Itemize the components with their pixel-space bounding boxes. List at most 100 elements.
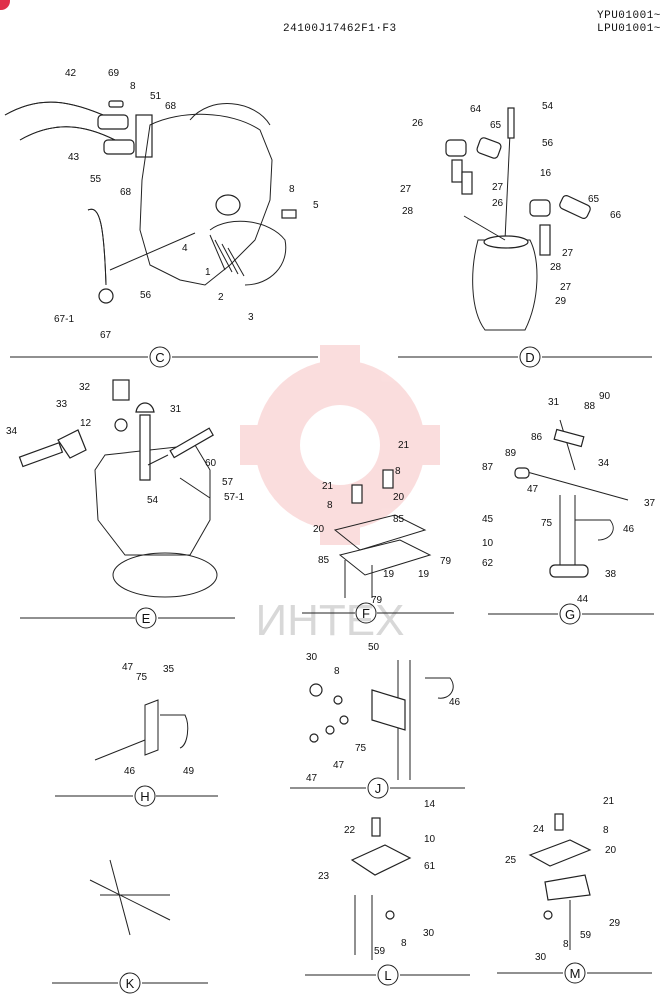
callout-g-44: 44	[577, 594, 589, 605]
callout-c-68: 68	[165, 101, 177, 112]
callout-c-55: 55	[90, 174, 102, 185]
callout-d-56: 56	[542, 138, 554, 149]
callout-j-50: 50	[368, 642, 380, 653]
callout-e-34: 34	[6, 426, 18, 437]
callout-e-54: 54	[147, 495, 159, 506]
serial-range-1: YPU01001~	[597, 10, 661, 22]
watermark-text: ИНТЕХ	[256, 596, 405, 645]
section-label-l: L	[384, 968, 391, 983]
callout-l-59: 59	[374, 946, 386, 957]
callout-d-66: 66	[610, 210, 622, 221]
callout-f-85: 85	[318, 555, 330, 566]
callout-m-20: 20	[605, 845, 617, 856]
callout-f-21: 21	[398, 440, 410, 451]
section-label-j: J	[375, 781, 382, 796]
callout-g-46: 46	[623, 524, 635, 535]
callout-d-27: 27	[400, 184, 412, 195]
callout-c-42: 42	[65, 68, 77, 79]
callout-c-8: 8	[130, 81, 136, 92]
callout-j-75: 75	[355, 743, 367, 754]
callout-c-2: 2	[218, 292, 224, 303]
callout-l-14: 14	[424, 799, 436, 810]
callout-g-89: 89	[505, 448, 517, 459]
callout-c-1: 1	[205, 267, 211, 278]
callout-c-68: 68	[120, 187, 132, 198]
callout-e-57: 57	[222, 477, 234, 488]
callout-e-31: 31	[170, 404, 182, 415]
callout-g-87: 87	[482, 462, 494, 473]
callout-m-8: 8	[563, 939, 569, 950]
callout-g-88: 88	[584, 401, 596, 412]
callout-d-28: 28	[402, 206, 414, 217]
watermark-gear	[240, 345, 440, 545]
callout-h-47: 47	[122, 662, 134, 673]
callout-f-8: 8	[395, 466, 401, 477]
callout-h-46: 46	[124, 766, 136, 777]
callout-j-47: 47	[306, 773, 318, 784]
section-label-k: K	[126, 976, 135, 991]
figure-k-drawing: K	[52, 859, 208, 994]
callout-f-19: 19	[418, 569, 430, 580]
callout-e-57-1: 57-1	[224, 492, 244, 503]
callout-g-34: 34	[598, 458, 610, 469]
callout-m-21: 21	[603, 796, 615, 807]
callout-m-30: 30	[535, 952, 547, 963]
callout-f-79: 79	[371, 595, 383, 606]
callout-f-20: 20	[393, 492, 405, 503]
callout-g-38: 38	[605, 569, 617, 580]
callout-d-54: 54	[542, 101, 554, 112]
drawing-code: 24100J17462F1·F3	[283, 23, 397, 35]
callout-f-21: 21	[322, 481, 334, 492]
callout-g-31: 31	[548, 397, 560, 408]
callout-h-75: 75	[136, 672, 148, 683]
callout-c-4: 4	[182, 243, 188, 254]
callout-d-26: 26	[492, 198, 504, 209]
callout-f-8: 8	[327, 500, 333, 511]
callout-c-51: 51	[150, 91, 162, 102]
figure-h-drawing: H	[55, 699, 218, 807]
callout-l-10: 10	[424, 834, 436, 845]
serial-range-2: LPU01001~	[597, 23, 661, 35]
callout-g-45: 45	[482, 514, 494, 525]
callout-d-27: 27	[562, 248, 574, 259]
callout-d-64: 64	[470, 104, 482, 115]
figure-d-drawing: D	[398, 107, 652, 368]
callout-g-10: 10	[482, 538, 494, 549]
callout-f-19: 19	[383, 569, 395, 580]
callout-c-3: 3	[248, 312, 254, 323]
callout-g-86: 86	[531, 432, 543, 443]
callout-f-85: 85	[393, 514, 405, 525]
callout-c-8: 8	[289, 184, 295, 195]
callout-d-28: 28	[550, 262, 562, 273]
callout-d-27: 27	[492, 182, 504, 193]
figure-e-drawing: E	[18, 379, 235, 629]
callout-l-22: 22	[344, 825, 356, 836]
callout-c-69: 69	[108, 68, 120, 79]
callout-c-67: 67	[100, 330, 112, 341]
figure-g-drawing: G	[488, 419, 654, 625]
callout-c-5: 5	[313, 200, 319, 211]
section-label-d: D	[525, 350, 534, 365]
figure-m-drawing: M	[497, 813, 652, 984]
section-label-g: G	[565, 607, 575, 622]
callout-m-29: 29	[609, 918, 621, 929]
callout-d-65: 65	[588, 194, 600, 205]
callout-e-12: 12	[80, 418, 92, 429]
callout-l-8: 8	[401, 938, 407, 949]
figure-l-drawing: L	[305, 817, 470, 986]
callout-m-59: 59	[580, 930, 592, 941]
callout-g-37: 37	[644, 498, 656, 509]
callout-j-8: 8	[334, 666, 340, 677]
callout-e-33: 33	[56, 399, 68, 410]
callout-e-60: 60	[205, 458, 217, 469]
callout-g-75: 75	[541, 518, 553, 529]
callout-c-43: 43	[68, 152, 80, 163]
callout-g-62: 62	[482, 558, 494, 569]
callout-l-30: 30	[423, 928, 435, 939]
callout-g-47: 47	[527, 484, 539, 495]
callout-l-61: 61	[424, 861, 436, 872]
callout-d-27: 27	[560, 282, 572, 293]
